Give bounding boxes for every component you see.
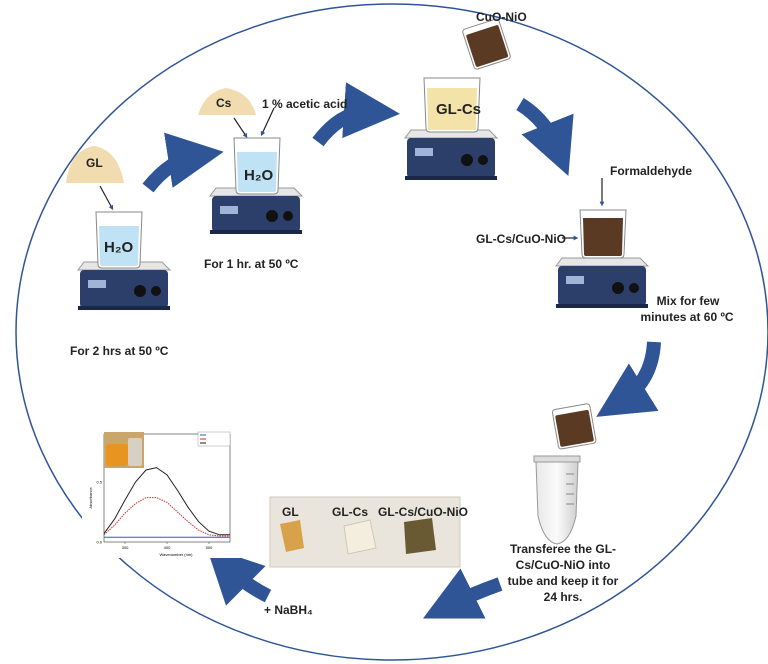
photo-gels [269, 496, 461, 568]
transfer-line-3: tube and keep it for [507, 574, 619, 588]
beaker-water-1 [95, 211, 143, 269]
arrow-gl-to-beaker [99, 185, 114, 211]
beaker-composite-pour [551, 403, 597, 450]
process-arrow-2 [312, 82, 400, 147]
mix-line-1: Mix for few [656, 294, 720, 308]
beaker-glcs [423, 77, 481, 133]
glcs-beaker-label: GL-Cs [436, 101, 481, 118]
cuo-nio-label: CuO-NiO [476, 10, 527, 24]
chart-y-label: Absorbance [88, 487, 93, 509]
gl-powder-pile [66, 146, 124, 183]
photo-label-glcs: GL-Cs [332, 505, 368, 519]
beaker-cuo-nio-pour [462, 18, 511, 70]
chart-x-tick-label: 300 [122, 545, 129, 550]
arrow-cs-to-beaker [233, 117, 248, 138]
chart-plot-area: 300 400 500 0.0 0.5 [96, 433, 231, 550]
hot-plate-stirrer-2 [209, 187, 304, 234]
chart-series-line-2 [103, 497, 230, 537]
cs-powder-pile [198, 88, 256, 115]
gl-label: GL [86, 156, 103, 170]
process-arrow-4 [596, 341, 661, 417]
chart-inset-photo [104, 432, 144, 468]
hot-plate-stirrer-1 [77, 261, 172, 310]
step1-caption: For 2 hrs at 50 ºC [70, 344, 169, 358]
composite-label: GL-Cs/CuO-NiO [476, 232, 566, 246]
beaker-composite [579, 209, 627, 259]
hot-plate-stirrer-3 [404, 129, 499, 180]
chart-legend [197, 431, 231, 447]
transfer-line-2: Cs/CuO-NiO into [515, 558, 611, 572]
process-arrow-6 [206, 546, 272, 606]
chart-series-line-3 [103, 467, 230, 536]
step2-caption: For 1 hr. at 50 ºC [204, 257, 299, 271]
beaker-water-2 [233, 137, 281, 195]
nabh4-label: + NaBH₄ [264, 603, 313, 617]
photo-label-composite: GL-Cs/CuO-NiO [378, 505, 468, 519]
transfer-line-4: 24 hrs. [543, 590, 583, 604]
acetic-acid-label: 1 % acetic acid [262, 97, 348, 111]
cycle-ellipse [15, 3, 768, 661]
centrifuge-tube [533, 455, 581, 545]
chart-y-tick-label: 0.5 [96, 480, 102, 485]
water-label-2: H₂O [244, 167, 274, 184]
formaldehyde-label: Formaldehyde [610, 164, 693, 178]
photo-label-gl: GL [282, 505, 299, 519]
process-arrow-5 [422, 568, 503, 619]
mix-line-2: minutes at 60 ºC [640, 310, 734, 324]
arrow-acid-to-beaker [260, 107, 275, 137]
uv-vis-chart: 300 400 500 0.0 0.5 Wavenumber (nm) Absorban… [82, 428, 242, 558]
chart-x-tick-label: 400 [164, 545, 171, 550]
chart-x-label: Wavenumber (nm) [160, 552, 194, 557]
chart-y-tick-label: 0.0 [96, 540, 102, 545]
chart-x-tick-label: 500 [206, 545, 213, 550]
process-arrow-1 [142, 132, 224, 193]
transfer-line-1: Transferee the GL- [509, 542, 617, 556]
cs-label: Cs [216, 96, 232, 110]
hot-plate-stirrer-4 [555, 257, 650, 308]
water-label-1: H₂O [104, 239, 134, 256]
process-arrow-3 [516, 98, 574, 176]
